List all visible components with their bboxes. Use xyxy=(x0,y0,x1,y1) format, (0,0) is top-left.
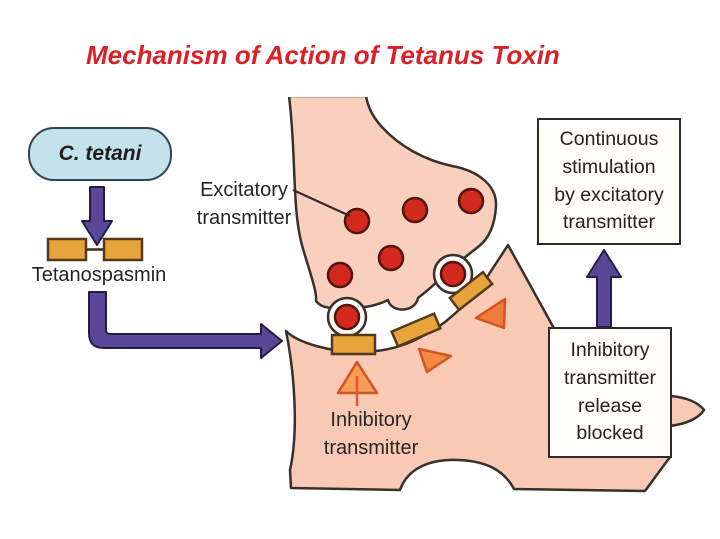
arrow-down-icon xyxy=(81,186,113,246)
tetanospasmin-label: Tetanospasmin xyxy=(31,264,167,286)
excitatory-transmitter-line2: transmitter xyxy=(196,207,292,230)
c-tetani-label: C. tetani xyxy=(58,142,142,165)
excitatory-vesicle xyxy=(377,244,405,272)
toxin-fragment xyxy=(390,312,442,348)
toxin-fragment xyxy=(448,270,494,312)
inhibitory-transmitter-line1: Inhibitory xyxy=(330,409,412,431)
tetanospasmin-fragment xyxy=(46,237,88,262)
blocked-line3: release xyxy=(578,394,642,417)
continuous-stimulation-callout: Continuous stimulation by excitatory tra… xyxy=(537,118,681,245)
continuous-line4: transmitter xyxy=(562,211,656,234)
inhibitory-triangle xyxy=(417,347,453,374)
tetanospasmin-fragment xyxy=(102,237,144,262)
continuous-line1: Continuous xyxy=(559,128,659,151)
continuous-line3: by excitatory xyxy=(554,183,664,206)
blocked-line2: transmitter xyxy=(563,366,657,389)
excitatory-vesicle xyxy=(401,196,429,224)
postsynaptic-tab xyxy=(668,394,706,428)
axon-crop-mask xyxy=(275,84,380,97)
excitatory-vesicle xyxy=(333,303,361,331)
inhibitory-transmitter-label: Inhibitory transmitter xyxy=(313,406,429,463)
excitatory-vesicle xyxy=(326,261,354,289)
blocked-line4: blocked xyxy=(576,422,644,445)
diagram-title: Mechanism of Action of Tetanus Toxin xyxy=(86,40,560,70)
excitatory-vesicle xyxy=(343,207,371,235)
toxin-fragment xyxy=(330,333,377,356)
excitatory-transmitter-line1: Excitatory xyxy=(200,179,288,201)
excitatory-pointer-line xyxy=(292,188,351,218)
c-tetani-box: C. tetani xyxy=(28,127,172,181)
excitatory-vesicle xyxy=(439,260,467,288)
inhibitory-transmitter-line2: transmitter xyxy=(323,437,419,460)
arrow-elbow-icon xyxy=(88,291,283,359)
excitatory-vesicle xyxy=(457,187,485,215)
arrow-up-icon xyxy=(586,249,622,328)
excitatory-transmitter-label: Excitatory transmitter xyxy=(186,176,302,233)
release-blocked-callout: Inhibitory transmitter release blocked xyxy=(548,327,672,458)
blocked-line1: Inhibitory xyxy=(570,339,650,362)
continuous-line2: stimulation xyxy=(562,155,656,178)
inhibitory-triangle xyxy=(474,297,507,330)
